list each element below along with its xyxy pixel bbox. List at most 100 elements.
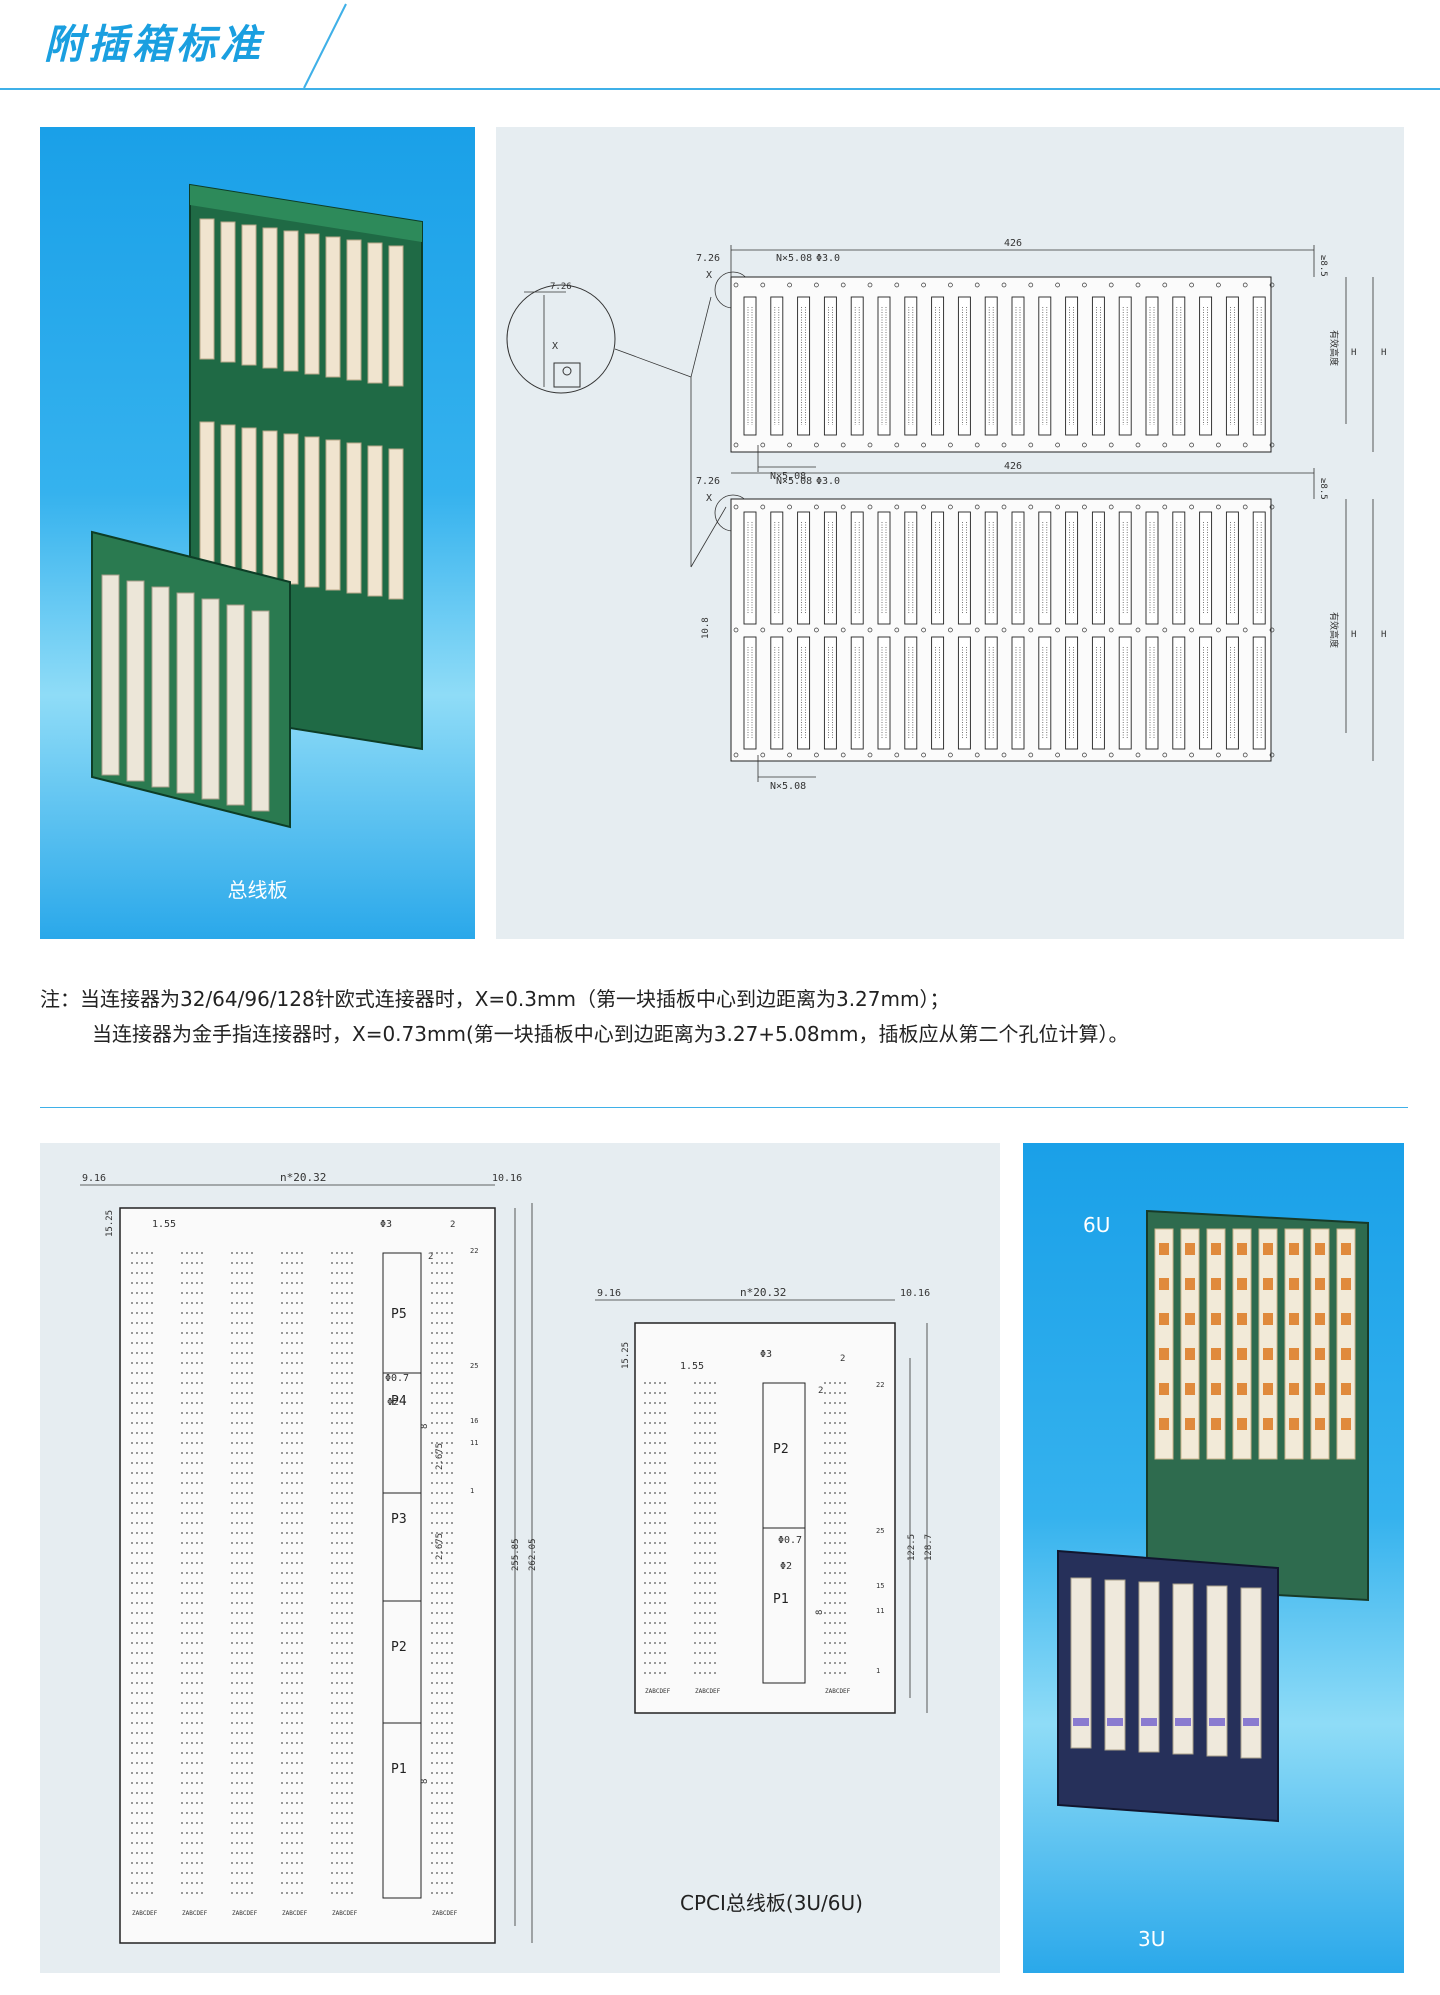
pin-dot: [699, 1612, 701, 1614]
pin-dot: [236, 1542, 238, 1544]
pin-dot: [431, 1722, 433, 1724]
pin-dot: [336, 1612, 338, 1614]
pin-dot: [346, 1842, 348, 1844]
pin-dot: [291, 1562, 293, 1564]
pin-dot: [436, 1862, 438, 1864]
pin-dot: [436, 1392, 438, 1394]
pin-dot: [186, 1422, 188, 1424]
pin-dot: [659, 1482, 661, 1484]
pin-dot: [644, 1532, 646, 1534]
pin-dot: [436, 1652, 438, 1654]
pin-dot: [291, 1292, 293, 1294]
pin-dot: [196, 1292, 198, 1294]
pin-dot: [694, 1632, 696, 1634]
pin-dot: [451, 1452, 453, 1454]
pin-dot: [446, 1322, 448, 1324]
pin-dot: [186, 1442, 188, 1444]
pin-dot: [331, 1432, 333, 1434]
pin-dot: [346, 1302, 348, 1304]
board1-h-label: H: [1351, 348, 1356, 358]
pin-dot: [151, 1512, 153, 1514]
pin-dot: [141, 1522, 143, 1524]
pin-dot: [251, 1292, 253, 1294]
pin-dot: [664, 1562, 666, 1564]
pin-dot: [236, 1852, 238, 1854]
pin-dot: [451, 1262, 453, 1264]
mounting-hole: [1189, 442, 1194, 448]
pin-dot: [186, 1452, 188, 1454]
pin-dot: [451, 1812, 453, 1814]
pin-dot: [291, 1762, 293, 1764]
pin-dot: [351, 1412, 353, 1414]
pin-dot: [351, 1452, 353, 1454]
pin-dot: [346, 1762, 348, 1764]
pin-dot: [151, 1422, 153, 1424]
pin-dot: [436, 1742, 438, 1744]
board1-bottom-pitch: N×5.08: [770, 471, 806, 482]
pin-dot: [231, 1592, 233, 1594]
pin-dot: [181, 1792, 183, 1794]
pin-dot: [196, 1542, 198, 1544]
pin-dot: [196, 1842, 198, 1844]
pin-dot: [431, 1532, 433, 1534]
mounting-hole: [1055, 282, 1060, 288]
pin-dot: [246, 1592, 248, 1594]
connector-slot: [1091, 296, 1105, 436]
pin-dot: [291, 1322, 293, 1324]
pin-dot: [291, 1842, 293, 1844]
pin-dot: [436, 1462, 438, 1464]
pin-dot: [704, 1482, 706, 1484]
pin-dot: [664, 1652, 666, 1654]
pin-dot: [141, 1602, 143, 1604]
pin-dot: [246, 1712, 248, 1714]
pin-dot: [236, 1452, 238, 1454]
pin-dot: [709, 1662, 711, 1664]
pin-dot: [181, 1682, 183, 1684]
pin-dot: [431, 1822, 433, 1824]
pin-dot: [446, 1302, 448, 1304]
pin-dot: [659, 1462, 661, 1464]
pin-dot: [181, 1512, 183, 1514]
pin-dot: [351, 1322, 353, 1324]
pin-dot: [131, 1452, 133, 1454]
pin-dot: [241, 1612, 243, 1614]
pin-dot: [246, 1722, 248, 1724]
pin-dot: [694, 1672, 696, 1674]
3u-connector-latch: [1073, 1718, 1089, 1726]
pin-dot: [351, 1862, 353, 1864]
pin-dot: [446, 1692, 448, 1694]
pin-dot: [709, 1582, 711, 1584]
pin-dot: [286, 1842, 288, 1844]
pin-dot: [291, 1722, 293, 1724]
pin-dot: [141, 1412, 143, 1414]
pin-dot: [351, 1432, 353, 1434]
pin-dot: [196, 1702, 198, 1704]
pin-dot: [829, 1612, 831, 1614]
pin-dot: [834, 1542, 836, 1544]
pin-dot: [331, 1552, 333, 1554]
pin-dot: [296, 1802, 298, 1804]
pin-dot: [694, 1522, 696, 1524]
pin-dot: [146, 1722, 148, 1724]
pin-dot: [136, 1402, 138, 1404]
pin-dot: [301, 1792, 303, 1794]
mounting-hole: [840, 282, 846, 288]
pin-dot: [181, 1562, 183, 1564]
pin-dot: [839, 1492, 841, 1494]
pin-dot: [236, 1612, 238, 1614]
pin-dot: [644, 1512, 646, 1514]
pin-dot: [704, 1582, 706, 1584]
rear-connector-upper: [388, 245, 404, 387]
pin-dot: [141, 1712, 143, 1714]
pin-dot: [196, 1752, 198, 1754]
pin-dot: [196, 1622, 198, 1624]
pin-dot: [709, 1492, 711, 1494]
6u-connector-latch: [1211, 1348, 1221, 1360]
pin-dot: [331, 1672, 333, 1674]
pin-dot: [131, 1352, 133, 1354]
pin-dot: [704, 1622, 706, 1624]
pin-dot: [141, 1682, 143, 1684]
pin-dot: [829, 1642, 831, 1644]
pin-dot: [694, 1502, 696, 1504]
pin-dot: [191, 1882, 193, 1884]
